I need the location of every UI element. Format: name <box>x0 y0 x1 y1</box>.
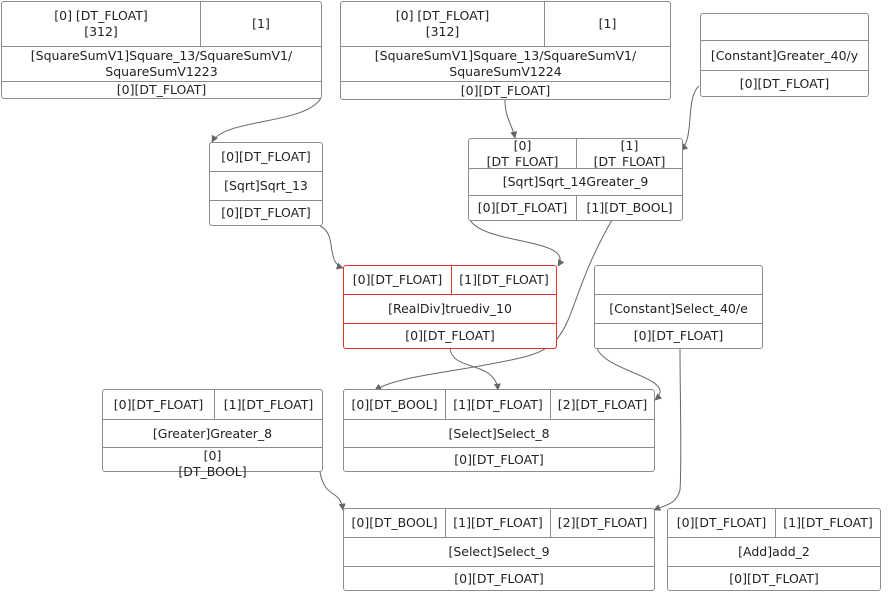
name-row: [Select]Select_8 <box>344 419 654 447</box>
input-row <box>595 266 762 294</box>
edge-sqrt13-to-truediv10 <box>319 225 344 270</box>
input-row: [0] [DT_FLOAT] [1] [DT_FLOAT] <box>469 137 682 169</box>
edge-sqrt14-to-truediv10 <box>469 219 565 267</box>
name-row: [Sqrt]Sqrt_14Greater_9 <box>469 168 682 195</box>
node-greater-40-y[interactable]: [Constant]Greater_40/y [0][DT_FLOAT] <box>700 13 869 97</box>
name-row: [Greater]Greater_8 <box>103 419 322 447</box>
output-port-0[interactable]: [0][DT_FLOAT] <box>460 82 551 98</box>
edge-truediv10-to-select8 <box>449 347 501 391</box>
input-row: [0][DT_FLOAT] <box>210 143 322 171</box>
input-port-1[interactable]: [1][DT_FLOAT] <box>775 509 880 537</box>
input-row: [0] [DT_FLOAT] [312] [1] <box>341 2 670 46</box>
node-select-8[interactable]: [0][DT_BOOL] [1][DT_FLOAT] [2][DT_FLOAT]… <box>343 389 655 472</box>
node-greater-8[interactable]: [0][DT_FLOAT] [1][DT_FLOAT] [Greater]Gre… <box>102 389 323 479</box>
node-label: [SquareSumV1]Square_13/SquareSumV1/ Squa… <box>374 48 637 79</box>
output-port-0[interactable]: [0][DT_FLOAT] <box>221 205 311 220</box>
input-port-2[interactable]: [2][DT_FLOAT] <box>550 390 654 419</box>
node-squaresumv1223[interactable]: [0] [DT_FLOAT] [312] [1] [SquareSumV1]Sq… <box>1 1 322 99</box>
output-port-0[interactable]: [0][DT_FLOAT] <box>633 328 724 343</box>
input-row: [0] [DT_FLOAT] [312] [1] <box>2 2 321 46</box>
input-row: [0][DT_FLOAT] [1][DT_FLOAT] <box>344 266 556 294</box>
input-port-0[interactable]: [0] [DT_FLOAT] [312] <box>54 8 148 39</box>
node-label: [Select]Select_9 <box>448 544 550 559</box>
node-squaresumv1224[interactable]: [0] [DT_FLOAT] [312] [1] [SquareSumV1]Sq… <box>340 1 671 100</box>
input-port-0[interactable]: [0][DT_FLOAT] <box>221 149 311 164</box>
input-port-1[interactable]: [1][DT_FLOAT] <box>445 509 550 537</box>
node-label: [Greater]Greater_8 <box>152 425 273 441</box>
input-port-1[interactable]: [1] <box>200 2 321 46</box>
input-port-1[interactable]: [1][DT_FLOAT] <box>451 266 556 294</box>
input-port-0[interactable]: [0] [DT_FLOAT] <box>486 137 559 169</box>
output-row: [0][DT_FLOAT] <box>344 566 654 590</box>
node-label: [Sqrt]Sqrt_14Greater_9 <box>502 174 649 189</box>
input-port-1[interactable]: [1][DT_FLOAT] <box>445 390 550 419</box>
edge-ssv1223-to-sqrt13 <box>211 97 322 143</box>
input-port-0[interactable]: [0][DT_FLOAT] <box>352 272 443 287</box>
output-port-0[interactable]: [0] [DT_BOOL] <box>178 448 247 479</box>
input-row: [0][DT_FLOAT] [1][DT_FLOAT] <box>103 390 322 419</box>
node-select-9[interactable]: [0][DT_BOOL] [1][DT_FLOAT] [2][DT_FLOAT]… <box>343 508 655 591</box>
input-port-0[interactable]: [0][DT_BOOL] <box>351 515 438 530</box>
output-row: [0][DT_FLOAT] <box>668 566 880 590</box>
input-port-0[interactable]: [0][DT_FLOAT] <box>113 396 204 412</box>
output-port-0[interactable]: [0][DT_FLOAT] <box>454 570 544 586</box>
output-port-0[interactable]: [0][DT_FLOAT] <box>116 82 207 97</box>
node-label: [Constant]Greater_40/y <box>710 47 859 63</box>
name-row: [Add]add_2 <box>668 537 880 566</box>
name-row: [RealDiv]truediv_10 <box>344 294 556 323</box>
output-row: [0][DT_FLOAT] <box>344 447 654 471</box>
output-port-0[interactable]: [0][DT_FLOAT] <box>739 75 830 91</box>
node-select-40-e[interactable]: [Constant]Select_40/e [0][DT_FLOAT] <box>594 265 763 349</box>
output-row: [0][DT_FLOAT] <box>595 323 762 348</box>
input-port-1[interactable]: [1] [DT_FLOAT] <box>576 138 682 169</box>
node-label: [SquareSumV1]Square_13/SquareSumV1/ Squa… <box>30 48 293 79</box>
input-port-0[interactable]: [0] [DT_FLOAT] [312] <box>395 8 490 39</box>
input-port-0[interactable]: [0][DT_FLOAT] <box>676 515 767 530</box>
node-label: [Add]add_2 <box>738 544 810 559</box>
output-row: [0][DT_FLOAT] <box>341 81 670 99</box>
input-port-0[interactable] <box>595 266 762 294</box>
output-row: [0][DT_FLOAT] <box>2 81 321 98</box>
name-row: [Constant]Greater_40/y <box>701 40 868 70</box>
output-port-0[interactable]: [0][DT_FLOAT] <box>729 570 819 586</box>
name-row: [Sqrt]Sqrt_13 <box>210 171 322 200</box>
edge-greater40y-to-sqrt14 <box>680 85 700 151</box>
input-port-0[interactable]: [0][DT_BOOL] <box>351 396 438 412</box>
node-sqrt-13[interactable]: [0][DT_FLOAT] [Sqrt]Sqrt_13 [0][DT_FLOAT… <box>209 142 323 226</box>
node-label: [Sqrt]Sqrt_13 <box>224 178 308 193</box>
input-row: [0][DT_BOOL] [1][DT_FLOAT] [2][DT_FLOAT] <box>344 390 654 419</box>
node-label: [RealDiv]truediv_10 <box>388 301 512 316</box>
output-port-0[interactable]: [0][DT_FLOAT] <box>477 200 568 215</box>
name-row: [SquareSumV1]Square_13/SquareSumV1/ Squa… <box>341 46 670 81</box>
output-row: [0][DT_FLOAT] <box>344 323 556 348</box>
input-row <box>701 14 868 40</box>
output-port-0[interactable]: [0][DT_FLOAT] <box>405 328 495 343</box>
node-truediv-10[interactable]: [0][DT_FLOAT] [1][DT_FLOAT] [RealDiv]tru… <box>343 265 557 349</box>
node-label: [Select]Select_8 <box>448 425 550 441</box>
node-sqrt-14-greater-9[interactable]: [0] [DT_FLOAT] [1] [DT_FLOAT] [Sqrt]Sqrt… <box>468 138 683 221</box>
input-port-0[interactable] <box>701 14 868 40</box>
name-row: [Select]Select_9 <box>344 537 654 566</box>
input-port-1[interactable]: [1] <box>544 2 670 46</box>
input-row: [0][DT_BOOL] [1][DT_FLOAT] [2][DT_FLOAT] <box>344 509 654 537</box>
name-row: [SquareSumV1]Square_13/SquareSumV1/ Squa… <box>2 46 321 81</box>
node-add-2[interactable]: [0][DT_FLOAT] [1][DT_FLOAT] [Add]add_2 [… <box>667 508 881 591</box>
output-row: [0][DT_FLOAT] [1][DT_BOOL] <box>469 195 682 220</box>
input-port-1[interactable]: [1][DT_FLOAT] <box>214 390 322 419</box>
output-port-0[interactable]: [0][DT_FLOAT] <box>454 451 544 467</box>
input-row: [0][DT_FLOAT] [1][DT_FLOAT] <box>668 509 880 537</box>
edge-greater8-to-select9 <box>319 471 346 511</box>
input-port-2[interactable]: [2][DT_FLOAT] <box>550 509 654 537</box>
output-port-1[interactable]: [1][DT_BOOL] <box>576 196 682 220</box>
node-label: [Constant]Select_40/e <box>609 301 748 316</box>
edge-ssv1224-to-sqrt14 <box>504 99 518 139</box>
output-row: [0][DT_FLOAT] <box>701 70 868 96</box>
output-row: [0][DT_FLOAT] <box>210 200 322 225</box>
edge-select40e-to-select9 <box>653 347 682 511</box>
output-row: [0] [DT_BOOL] <box>103 447 322 480</box>
name-row: [Constant]Select_40/e <box>595 294 762 323</box>
